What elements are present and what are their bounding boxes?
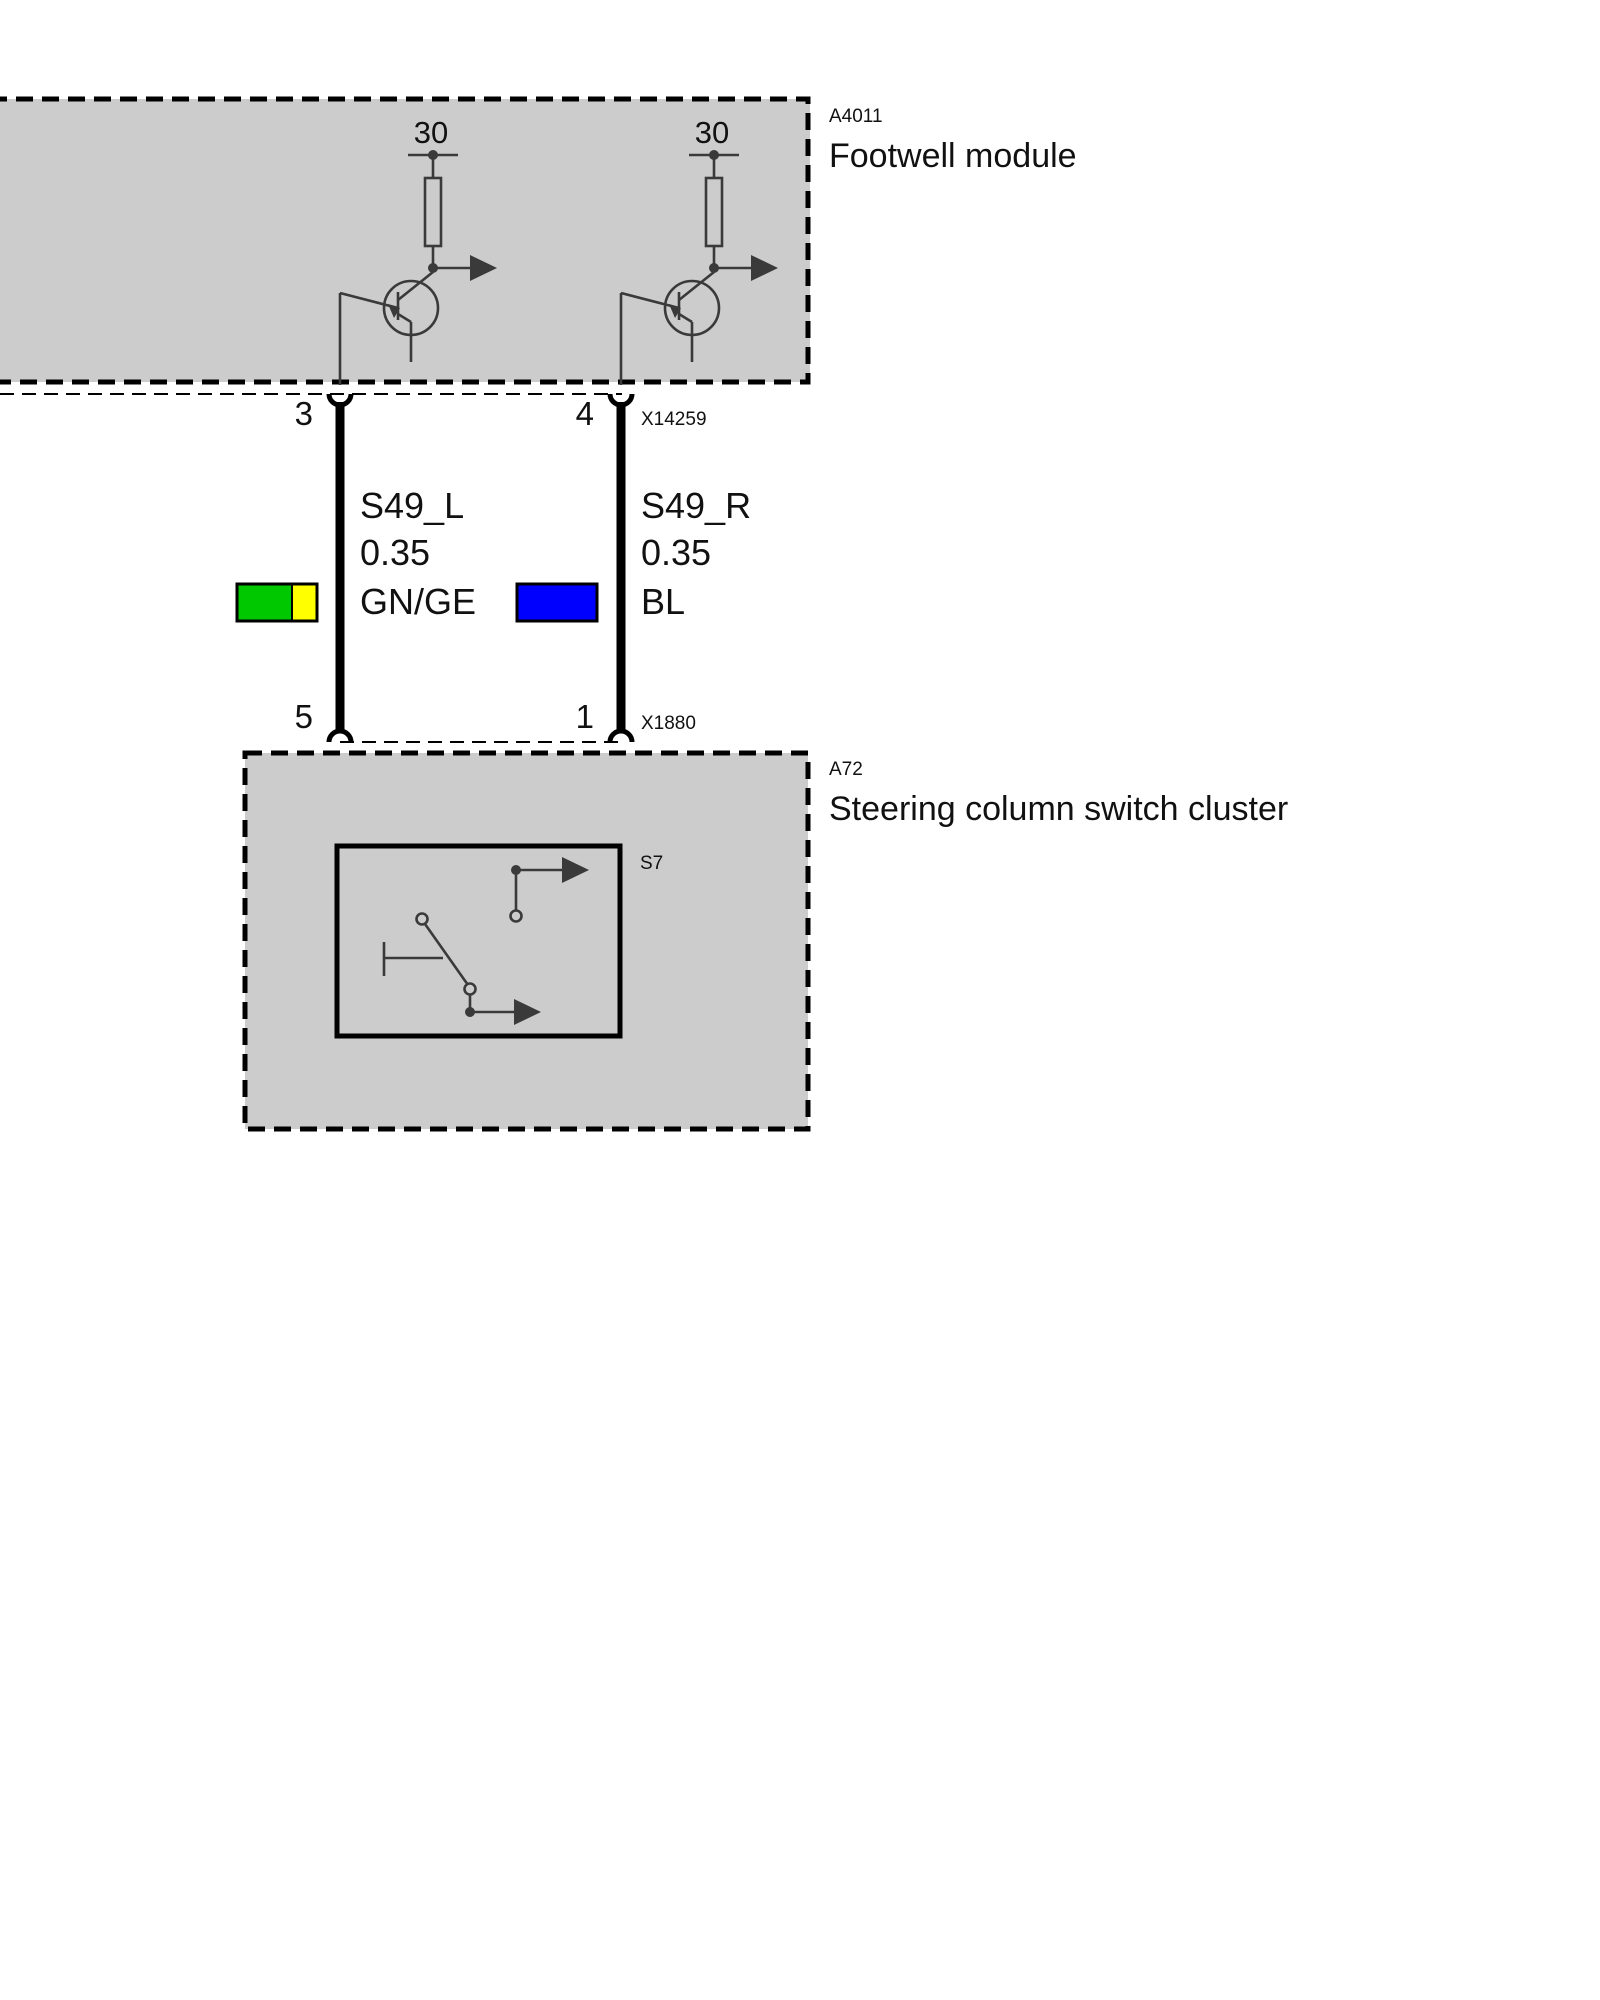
output-stage-left [338,150,497,385]
pin-right-bottom: 1 [576,698,594,735]
wire-right-signal: S49_R [641,485,751,526]
wire-right-color-swatch [515,582,599,623]
steering-module-box [245,753,808,1129]
wire-left-size: 0.35 [360,532,430,573]
terminal-left-top [326,393,354,408]
wire-right [607,393,635,743]
connector-bottom-code: X1880 [641,713,696,734]
supply-label-left: 30 [414,115,448,150]
footwell-module-border [0,96,811,385]
wire-left [326,393,354,743]
wire-left-signal: S49_L [360,485,464,526]
connector-top-code: X14259 [641,409,707,430]
wire-right-color-code: BL [641,581,685,622]
arrow-right-icon [514,999,541,1025]
steering-module-name: Steering column switch cluster [829,790,1288,828]
terminal-left-bottom [326,728,354,743]
wire-right-size: 0.35 [641,532,711,573]
output-stage-right [619,150,778,385]
switch-s7 [334,843,623,1039]
steering-module-code: A72 [829,759,863,780]
terminal-right-top [607,393,635,408]
supply-label-right: 30 [695,115,729,150]
switch-s7-box [334,843,623,1039]
pin-left-bottom: 5 [295,698,313,735]
arrow-right-icon [562,857,589,883]
swatch-blue [515,582,599,623]
swatch-green [237,584,292,621]
steering-module [242,741,811,1132]
swatch-yellow [292,584,317,621]
arrow-right-icon [470,255,497,281]
arrow-right-icon [751,255,778,281]
switch-contact-symbol [423,923,470,986]
footwell-module-name: Footwell module [829,137,1077,175]
steering-module-border [242,750,811,1132]
pin-right-top: 4 [576,395,594,432]
footwell-module-box [0,99,810,382]
switch-s7-code: S7 [640,853,663,874]
footwell-module: 30 30 [0,96,811,395]
footwell-module-code: A4011 [829,106,883,127]
pin-left-top: 3 [295,395,313,432]
wire-left-color-code: GN/GE [360,581,476,622]
wire-left-color-swatch [235,582,319,623]
terminal-right-bottom [607,728,635,743]
